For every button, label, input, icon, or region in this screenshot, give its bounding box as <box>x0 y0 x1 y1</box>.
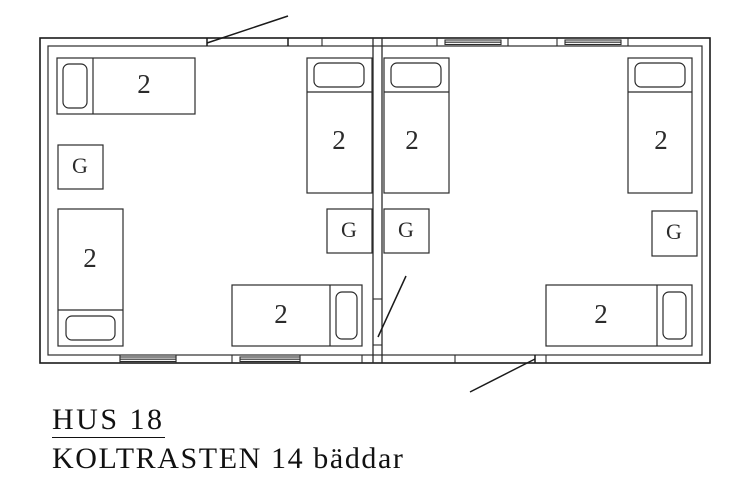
wardrobe-center-left: G <box>326 208 373 254</box>
central-partition-wall <box>372 38 383 363</box>
pillow <box>62 63 88 109</box>
door-top-leader <box>206 15 289 44</box>
pillow <box>313 62 365 88</box>
pillow <box>390 62 442 88</box>
bed-center-left: 2 <box>306 57 373 194</box>
bed-right-upper: 2 <box>627 57 693 194</box>
window-bottom-2 <box>239 356 301 363</box>
door-bottom-leader <box>469 358 536 393</box>
bed-capacity-label: 2 <box>83 243 97 273</box>
wardrobe-center-right: G <box>383 208 430 254</box>
window-bottom-1 <box>119 356 177 363</box>
outer-wall-group <box>39 37 711 364</box>
inner-wall-outline <box>47 45 703 356</box>
pillow <box>634 62 686 88</box>
door-central <box>377 275 407 338</box>
bed-capacity-label: 2 <box>654 125 668 155</box>
bed-capacity-label: 2 <box>332 125 346 155</box>
outer-wall-outline <box>39 37 711 364</box>
bed-capacity-label: 2 <box>137 69 151 99</box>
wardrobe-label: G <box>341 217 357 242</box>
wardrobe-label: G <box>666 219 682 244</box>
wardrobe-label: G <box>72 153 88 178</box>
bed-bottom-right: 2 <box>545 284 693 347</box>
house-title: HUS 18 <box>52 403 165 439</box>
caption-block: HUS 18 KOLTRASTEN 14 bäddar <box>52 403 692 476</box>
window-top-1 <box>444 39 502 46</box>
wardrobe-left: G <box>57 144 104 190</box>
door-top <box>206 15 289 46</box>
door-bottom <box>469 355 536 393</box>
top-wall-jambs <box>321 38 629 46</box>
bed-left-lower: 2 <box>57 208 124 347</box>
bed-top-left: 2 <box>56 57 196 115</box>
bed-center-right: 2 <box>383 57 450 194</box>
pillow <box>662 291 687 340</box>
pillow <box>65 315 116 341</box>
bed-capacity-label: 2 <box>405 125 419 155</box>
wardrobe-right: G <box>651 210 698 257</box>
bed-capacity-label: 2 <box>274 299 288 329</box>
bed-bottom-center: 2 <box>231 284 363 347</box>
bed-capacity-label: 2 <box>594 299 608 329</box>
window-top-2 <box>564 39 622 46</box>
bottom-wall-jambs <box>119 355 547 363</box>
house-name-and-beds: KOLTRASTEN 14 bäddar <box>52 442 405 476</box>
wardrobe-label: G <box>398 217 414 242</box>
door-central-leader <box>377 275 407 338</box>
pillow <box>335 291 358 340</box>
